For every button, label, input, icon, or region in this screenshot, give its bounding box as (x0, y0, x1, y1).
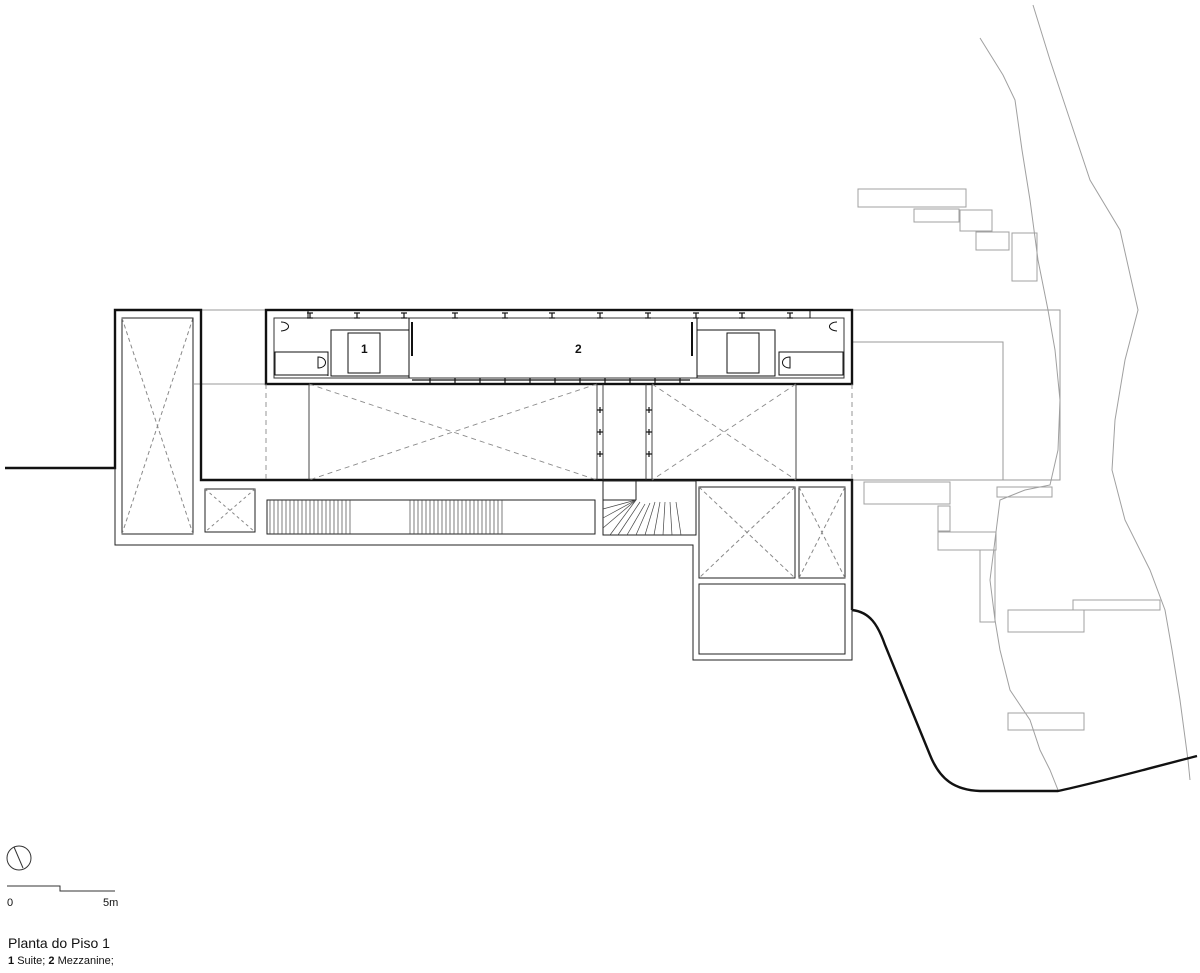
bench-slats (269, 500, 503, 534)
room-legend: 1 Suite; 2 Mezzanine; (8, 954, 114, 968)
mezzanine-interior (273, 310, 845, 379)
room-label-mezzanine: 2 (575, 342, 582, 356)
main-walls (5, 308, 1198, 793)
double-height-void (265, 383, 853, 481)
landscape-blocks (857, 188, 1161, 731)
drawing-caption: Planta do Piso 1 1 Suite; 2 Mezzanine; (8, 934, 114, 968)
legend-item-suite: 1 Suite; (8, 955, 46, 967)
legend-item-mezzanine: 2 Mezzanine; (48, 955, 114, 967)
stair-treads (602, 499, 682, 536)
terrace-outline (194, 309, 1061, 481)
terrain-contours (979, 4, 1191, 791)
scale-start-label: 0 (7, 897, 13, 909)
room-label-suite: 1 (361, 342, 368, 356)
north-arrow-icon (6, 845, 32, 871)
bridge-posts (597, 407, 652, 457)
scale-bar (7, 885, 115, 892)
scale-end-label: 5m (103, 897, 118, 909)
plan-title: Planta do Piso 1 (8, 935, 110, 951)
lower-level-outline (114, 317, 853, 661)
